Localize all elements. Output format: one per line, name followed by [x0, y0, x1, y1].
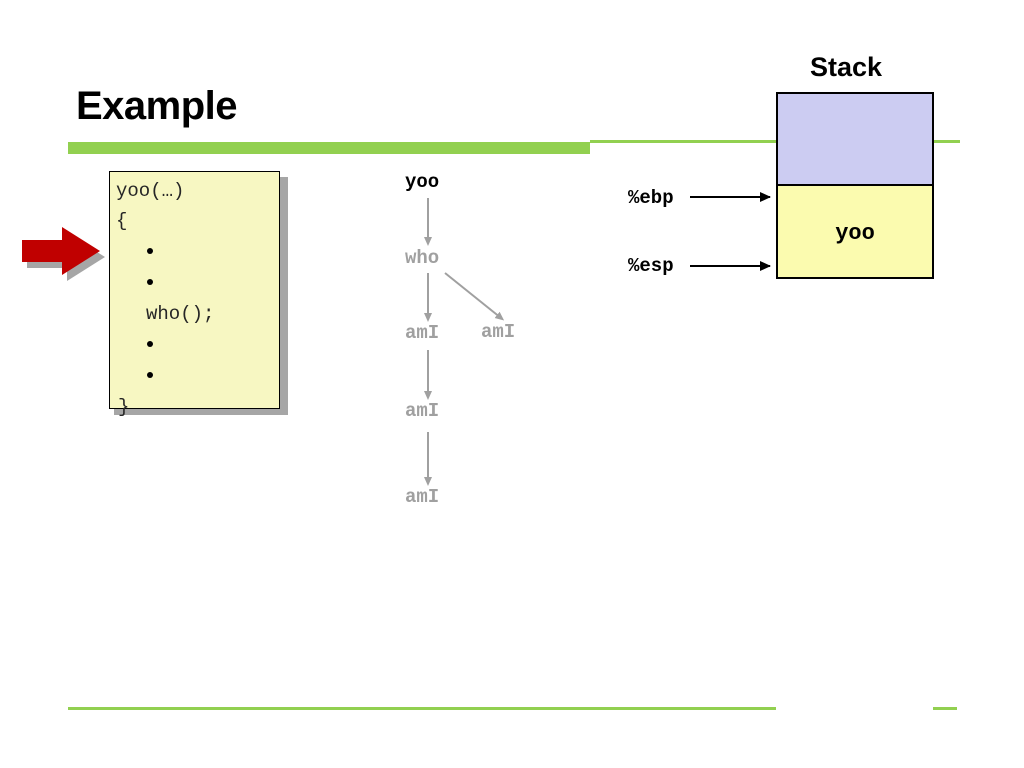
footer-bar-right [933, 707, 957, 710]
code-open-brace: { [116, 210, 128, 232]
stack-label: Stack [810, 52, 883, 82]
tree-node-ami-right: amI [481, 321, 516, 343]
slide-title: Example [76, 84, 238, 128]
code-bullet [147, 279, 153, 285]
code-bullet [147, 341, 153, 347]
code-bullet [147, 372, 153, 378]
ebp-register-label: %ebp [628, 187, 674, 209]
footer-bar [68, 707, 776, 710]
tree-node-ami: amI [405, 322, 440, 344]
title-underline-bar-thin [590, 140, 960, 143]
esp-register-label: %esp [628, 255, 674, 277]
tree-node-who: who [405, 247, 440, 269]
stack-top-frame [776, 92, 934, 186]
code-bullet [147, 248, 153, 254]
code-call-line: who(); [146, 303, 215, 325]
stack-frame-label: yoo [835, 221, 875, 246]
code-close-brace: } [118, 396, 130, 418]
tree-node-ami-nested: amI [405, 400, 440, 422]
code-box: yoo(…) { who(); } [109, 171, 280, 418]
tree-node-ami-deep: amI [405, 486, 440, 508]
current-line-arrow-icon [22, 227, 100, 275]
stack-frame-yoo: yoo [776, 184, 934, 279]
title-underline-bar [68, 142, 590, 154]
tree-edge [444, 272, 505, 321]
code-function-header: yoo(…) [116, 180, 185, 202]
tree-node-root: yoo [405, 171, 440, 193]
